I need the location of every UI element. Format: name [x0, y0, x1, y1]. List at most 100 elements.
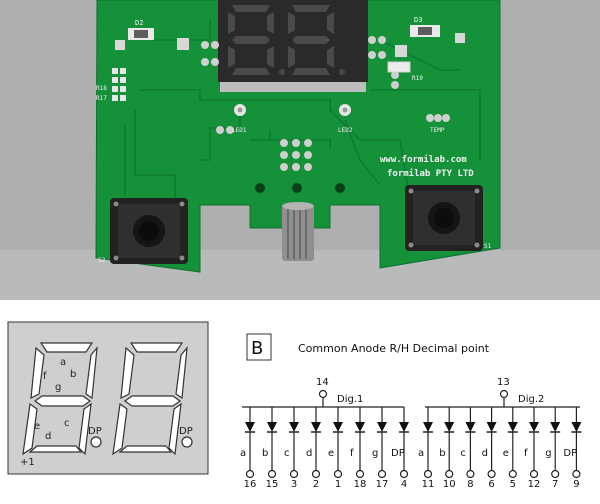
outline-label-b: b [70, 369, 76, 380]
segment-label: c [460, 448, 466, 459]
outline-dp-dot-2 [181, 436, 193, 448]
schematic-panel: B Common Anode R/H Decimal point 14 Dig.… [240, 333, 582, 490]
segment-label: DP [563, 448, 577, 459]
common-pin-2: 13 [497, 377, 510, 388]
label-r19: R19 [412, 75, 423, 82]
pin-number: 16 [244, 479, 257, 490]
diode-icon [529, 422, 539, 432]
pin-terminal [551, 469, 560, 479]
diode-icon [571, 422, 582, 432]
pin-number: 11 [422, 479, 435, 490]
outline-label-dp-2: DP [179, 426, 193, 437]
diode-icon [289, 422, 299, 432]
pin-number: 8 [467, 479, 473, 490]
diode-icon [399, 422, 409, 432]
label-d2: D2 [135, 19, 143, 27]
outline-pin1-label: +1 [20, 457, 35, 468]
diode-icon [245, 422, 255, 432]
segment-label: d [482, 448, 488, 459]
segment-label: a [240, 448, 246, 459]
pin-number: 18 [354, 479, 367, 490]
segment-label: c [284, 448, 290, 459]
schematic-badge: B [251, 338, 263, 359]
silkscreen-company: formilab PTY LTD [387, 168, 474, 179]
segment-label: f [350, 448, 354, 459]
pin-number: 9 [573, 479, 579, 490]
pin-terminal [487, 469, 496, 479]
diode-icon [333, 422, 343, 432]
digit-label-2: Dig.2 [518, 394, 544, 405]
pin-terminal [466, 469, 475, 479]
outline-digit-1 [22, 342, 98, 456]
pin-terminal [445, 469, 454, 479]
segment-label: DP [391, 448, 405, 459]
pin-terminal [289, 469, 299, 479]
diode-icon [507, 422, 518, 432]
left-components: D2 R18 R17 [96, 19, 234, 134]
common-pin-1: 14 [316, 377, 329, 388]
label-r17: R17 [96, 95, 107, 102]
pin-terminal [245, 469, 255, 479]
diode-icon [267, 422, 277, 432]
digit-label-1: Dig.1 [337, 394, 363, 405]
pcb-traces [124, 20, 481, 205]
pin-terminal [529, 469, 539, 479]
pin-number: 2 [313, 479, 319, 490]
pin-number: 10 [443, 479, 456, 490]
pin-terminal [267, 469, 277, 479]
diode-icon [311, 422, 321, 432]
segment-label: g [545, 448, 551, 459]
pin-number: 7 [552, 479, 558, 490]
pin-number: 6 [488, 479, 494, 490]
silkscreen-url: www.formilab.com [380, 154, 467, 165]
diode-icon [355, 422, 365, 432]
label-led2: LED2 [338, 127, 353, 134]
label-led1: LED1 [232, 127, 247, 134]
outline-label-a: a [60, 357, 66, 368]
label-temp: TEMP [430, 127, 445, 134]
diode-icon [550, 422, 561, 432]
pin-number: 5 [510, 479, 516, 490]
outline-label-c: c [64, 418, 70, 429]
schematic-badge-box [246, 333, 272, 361]
label-r18: R18 [96, 85, 107, 92]
right-components: D3 R19 TEMP [368, 16, 465, 134]
mounting-holes [255, 183, 345, 193]
diode-icon [377, 422, 387, 432]
pin-number: 1 [335, 479, 341, 490]
potentiometer[interactable] [282, 202, 314, 261]
diode-icon [444, 422, 455, 432]
pin-number: 4 [401, 479, 407, 490]
pin-number: 15 [266, 479, 279, 490]
switch-s2[interactable]: S2 [98, 198, 188, 264]
led-pads: LED1 LED2 [232, 104, 353, 134]
outline-digit-2 [112, 342, 188, 456]
display-base [220, 82, 366, 92]
outline-label-d: d [45, 431, 51, 442]
segment-label: g [372, 448, 378, 459]
pin-terminal [333, 469, 343, 479]
diode-icon [486, 422, 497, 432]
pin-terminal [572, 469, 581, 479]
pin-terminal [508, 469, 517, 479]
schematic-title: Common Anode R/H Decimal point [298, 342, 490, 355]
switch-s1[interactable]: S1 [405, 185, 492, 251]
common-anode-terminal-1 [318, 389, 328, 399]
pin-terminal [399, 469, 409, 479]
pin-number: 17 [376, 479, 389, 490]
pin-header [280, 139, 312, 171]
diode-icon [423, 422, 433, 432]
outline-label-g: g [55, 382, 61, 393]
outline-label-f: f [43, 371, 47, 382]
segment-label: a [418, 448, 424, 459]
pin-number: 3 [291, 479, 297, 490]
outline-dp-dot-1 [90, 436, 102, 448]
outline-label-e: e [34, 421, 40, 432]
label-d3: D3 [414, 16, 422, 24]
label-s1: S1 [484, 243, 492, 250]
pcb-photo: D2 R18 R17 D3 R19 TEMP LED1 L [0, 0, 600, 300]
